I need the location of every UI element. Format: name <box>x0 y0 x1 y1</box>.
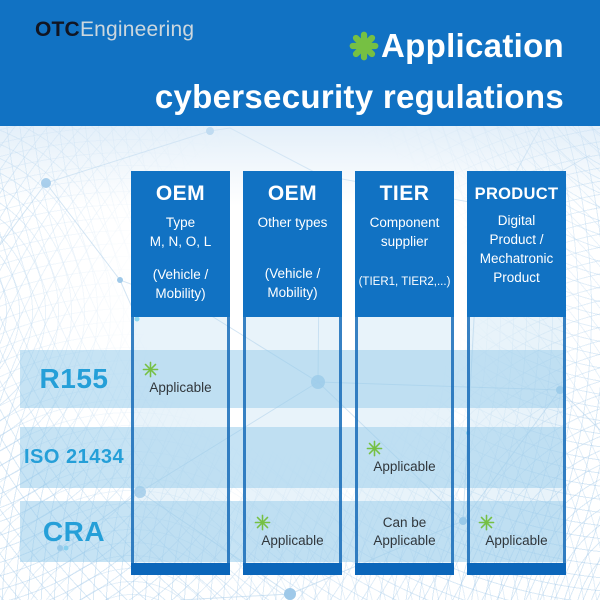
page-title-line1: Application <box>0 22 564 73</box>
column-subtitle: Type M, N, O, L <box>149 215 212 249</box>
column-title: OEM <box>155 182 206 205</box>
asterisk-icon <box>349 26 379 73</box>
column-title: OEM <box>267 182 318 205</box>
column-note: (Vehicle / Mobility) <box>264 266 321 300</box>
column-note: (TIER1, TIER2,...) <box>358 276 451 288</box>
brand-logo-bold: OTC <box>35 18 80 41</box>
cell-text: Applicable <box>149 380 212 395</box>
column-header-product: PRODUCT Digital Product / Mechatronic Pr… <box>467 171 566 317</box>
column-footer <box>355 563 454 575</box>
asterisk-icon <box>366 440 383 457</box>
title-text-1: Application <box>381 27 564 64</box>
asterisk-icon <box>142 361 159 378</box>
column-footer <box>467 563 566 575</box>
brand-logo: OTCEngineering <box>35 18 194 42</box>
column-header-oem-type: OEM Type M, N, O, L (Vehicle / Mobility) <box>131 171 230 317</box>
column-header-tier: TIER Component supplier (TIER1, TIER2,..… <box>355 171 454 317</box>
cell-text: Applicable <box>261 532 324 548</box>
row-label-r155: R155 <box>39 363 109 394</box>
cell-r155-oem-type-applicable: Applicable <box>131 350 230 408</box>
column-note: (Vehicle / Mobility) <box>152 267 209 301</box>
row-band-cra <box>20 501 566 562</box>
column-header-oem-other: OEM Other types (Vehicle / Mobility) <box>243 171 342 317</box>
column-body <box>131 317 230 563</box>
cell-text: Can be Applicable <box>373 514 436 548</box>
column-product: PRODUCT Digital Product / Mechatronic Pr… <box>467 171 566 575</box>
row-band-r155 <box>20 350 566 408</box>
cell-cra-product-applicable: Applicable <box>467 501 566 562</box>
column-body <box>355 317 454 563</box>
asterisk-icon <box>478 514 495 531</box>
column-body <box>467 317 566 563</box>
page-title-line2: cybersecurity regulations <box>154 78 564 115</box>
cell-cra-tier-can-be-applicable: Can be Applicable <box>355 501 454 562</box>
cell-text: Applicable <box>373 458 436 474</box>
row-label-iso21434: ISO 21434 <box>23 446 125 468</box>
column-subtitle: Digital Product / Mechatronic Product <box>479 213 554 285</box>
column-oem-type: OEM Type M, N, O, L (Vehicle / Mobility) <box>131 171 230 575</box>
column-title: PRODUCT <box>474 185 559 203</box>
column-oem-other: OEM Other types (Vehicle / Mobility) <box>243 171 342 575</box>
header-banner: OTCEngineering Application cybersecurity… <box>0 0 600 126</box>
cell-text: Applicable <box>485 532 548 548</box>
row-label-cra: CRA <box>42 515 106 547</box>
column-footer <box>243 563 342 575</box>
row-band-iso21434 <box>20 427 566 488</box>
column-title: TIER <box>379 182 430 205</box>
column-subtitle: Component supplier <box>369 215 440 249</box>
column-subtitle: Other types <box>257 215 328 230</box>
column-tier: TIER Component supplier (TIER1, TIER2,..… <box>355 171 454 575</box>
cell-cra-oem-other-applicable: Applicable <box>243 501 342 562</box>
column-footer <box>131 563 230 575</box>
page-title: Application cybersecurity regulations <box>0 22 600 120</box>
asterisk-icon <box>254 514 271 531</box>
brand-logo-light: Engineering <box>79 18 195 41</box>
cell-iso21434-tier-applicable: Applicable <box>355 427 454 488</box>
